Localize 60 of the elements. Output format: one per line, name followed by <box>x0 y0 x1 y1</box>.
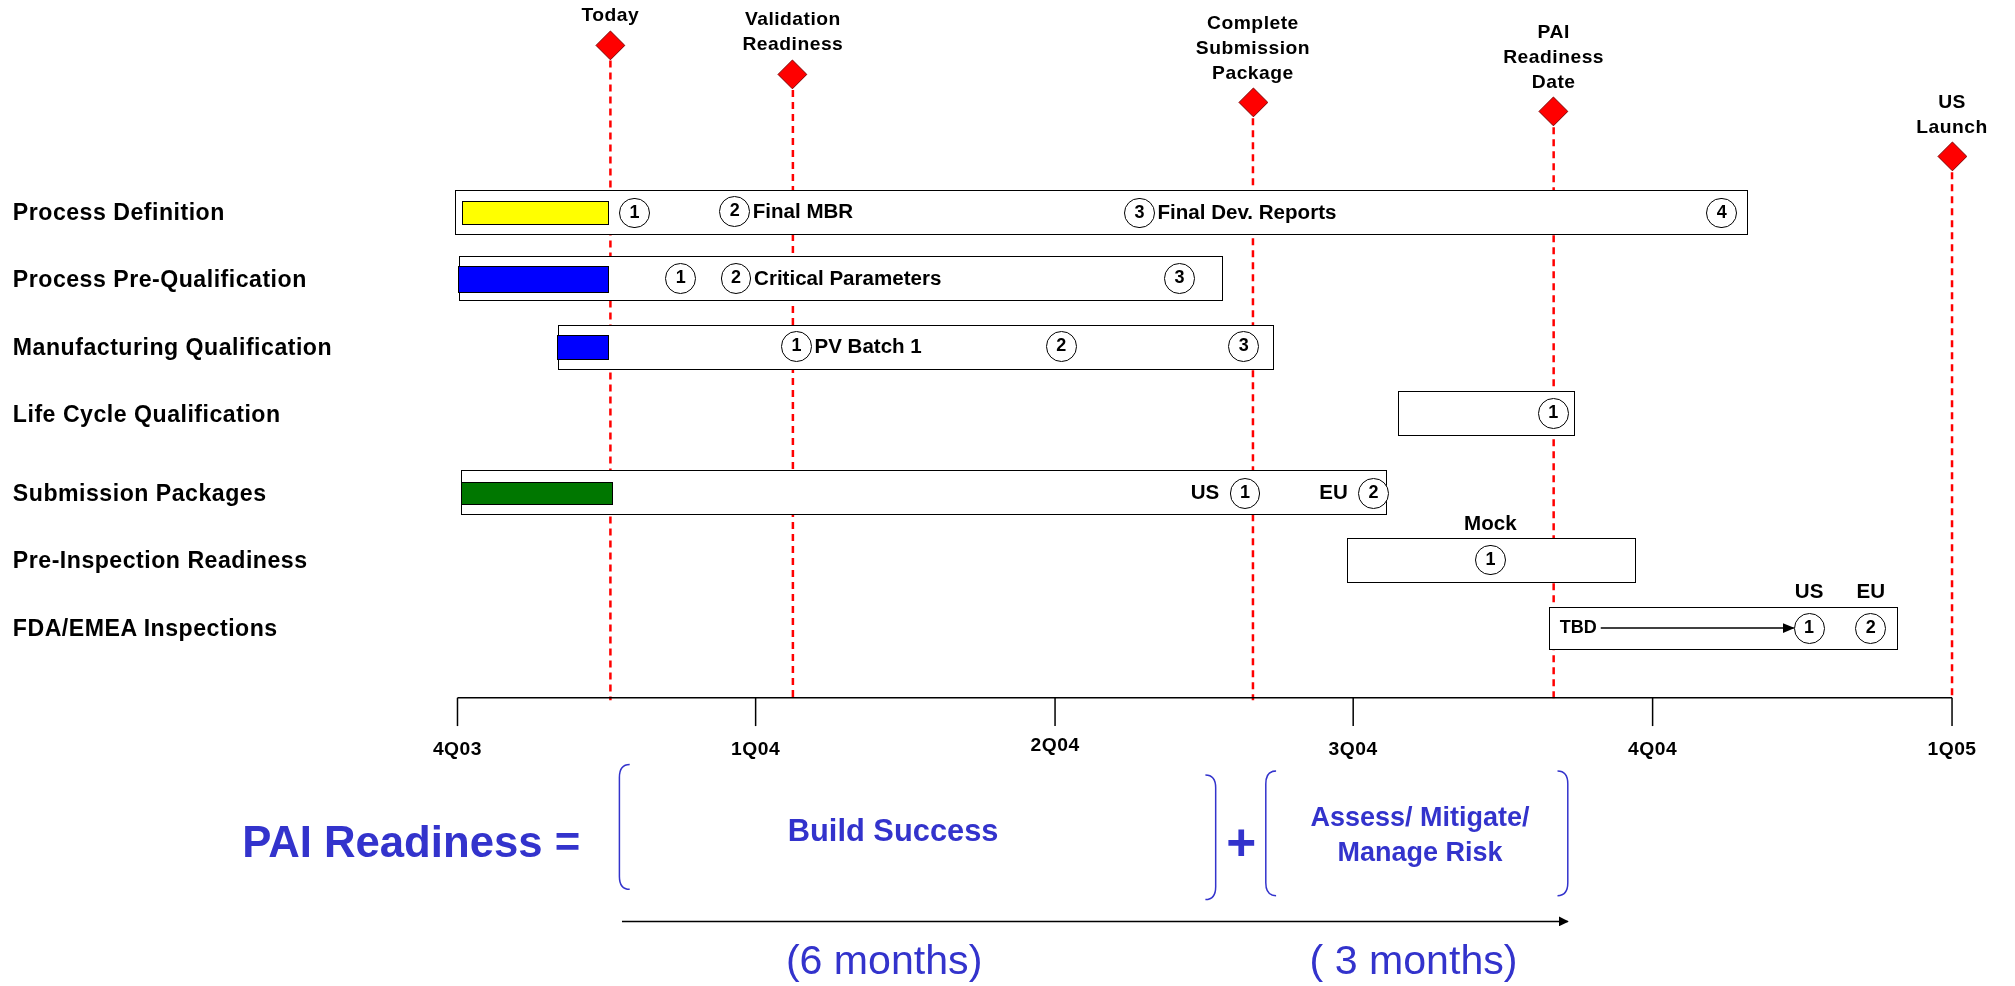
progress-bar <box>557 335 609 360</box>
numbered-circle: 2 <box>1855 612 1887 644</box>
axis-tick-label: 3Q04 <box>1327 738 1379 761</box>
formula-term: Assess/ Mitigate/ Manage Risk <box>1309 801 1531 870</box>
numbered-circle: 3 <box>1164 263 1195 294</box>
milestone-note: EU <box>1855 579 1887 604</box>
row-label: Pre-Inspection Readiness <box>12 546 308 574</box>
milestone-note: EU <box>1319 480 1348 505</box>
axis-tick-label: 1Q05 <box>1926 738 1978 761</box>
numbered-circle: 3 <box>1124 197 1155 229</box>
axis-tick-label: 2Q04 <box>1029 734 1081 757</box>
row-label: Manufacturing Qualification <box>12 333 333 361</box>
milestone-note: Final Dev. Reports <box>1157 200 1337 225</box>
milestone-note: Final MBR <box>752 198 854 223</box>
timeline-bar <box>461 470 1387 516</box>
milestone-note: Mock <box>1463 511 1518 536</box>
row-label: Process Pre-Qualification <box>12 265 307 293</box>
milestone-label: Validation Readiness <box>741 7 845 57</box>
duration-label: ( 3 months) <box>1308 936 1519 984</box>
numbered-circle: 1 <box>1474 544 1506 576</box>
timeline-bar <box>458 255 1224 301</box>
numbered-circle: 1 <box>1537 398 1569 429</box>
timeline-bar <box>557 325 1274 371</box>
axis-tick-label: 4Q03 <box>431 738 484 761</box>
progress-bar <box>461 481 613 505</box>
milestone-label: Complete Submission Package <box>1194 10 1312 85</box>
duration-label: (6 months) <box>784 936 984 984</box>
formula-heading: PAI Readiness = <box>241 816 582 867</box>
plus-sign: + <box>1225 811 1258 872</box>
formula-term: Build Success <box>786 813 1000 850</box>
row-label: FDA/EMEA Inspections <box>12 614 278 642</box>
numbered-circle: 2 <box>720 263 752 294</box>
milestone-label: Today <box>580 2 641 27</box>
row-label: Process Definition <box>12 198 225 226</box>
bar-text: TBD <box>1559 615 1597 641</box>
numbered-circle: 2 <box>1045 331 1077 363</box>
timeline-bar <box>1398 390 1576 436</box>
milestone-note: Critical Parameters <box>754 265 942 290</box>
arrow <box>1600 623 1795 634</box>
numbered-circle: 4 <box>1706 197 1738 229</box>
progress-bar <box>458 265 609 293</box>
milestone-note: PV Batch 1 <box>814 333 922 358</box>
progress-bar <box>462 201 609 225</box>
milestone-note: US <box>1793 579 1825 604</box>
numbered-circle: 1 <box>665 263 697 294</box>
numbered-circle: 3 <box>1228 331 1260 363</box>
numbered-circle: 1 <box>619 197 650 229</box>
numbered-circle: 2 <box>719 196 751 228</box>
axis-tick-label: 1Q04 <box>730 738 782 761</box>
row-label: Life Cycle Qualification <box>12 400 281 428</box>
numbered-circle: 1 <box>781 331 812 363</box>
timeline-bar <box>454 190 1748 236</box>
axis-tick-label: 4Q04 <box>1627 738 1679 761</box>
numbered-circle: 1 <box>1793 612 1825 644</box>
milestone-label: PAI Readiness Date <box>1502 19 1606 94</box>
numbered-circle: 2 <box>1358 477 1389 509</box>
numbered-circle: 1 <box>1229 477 1261 509</box>
milestone-label: US Launch <box>1915 89 1989 139</box>
row-label: Submission Packages <box>12 479 267 507</box>
milestone-note: US <box>1190 480 1220 505</box>
